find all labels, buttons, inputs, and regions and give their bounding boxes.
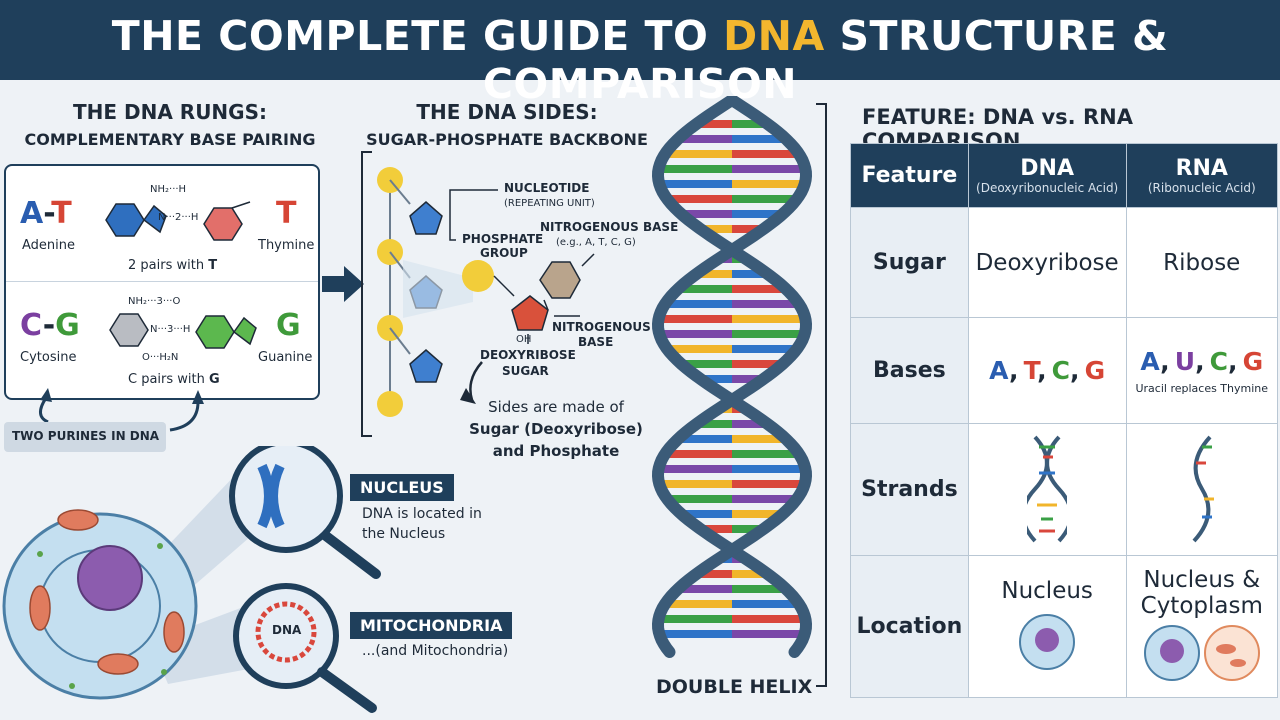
nitro-base-sublabel: (e.g., A, T, C, G) [556, 237, 636, 248]
helix-strand-front [651, 96, 813, 658]
rna-location-text-2: Cytoplasm [1140, 592, 1263, 619]
deoxyribose-label-2: SUGAR [502, 364, 549, 378]
nucleus-tag: NUCLEUS [350, 474, 454, 501]
base-pair-panel [4, 164, 320, 400]
double-helix-label: DOUBLE HELIX [656, 676, 813, 698]
dna-location: Nucleus [967, 555, 1127, 698]
cg-hbond-top: NH₂···3···O [128, 296, 181, 307]
pair-at-label: A-T [20, 196, 72, 231]
nucleus-text-2: the Nucleus [362, 526, 446, 542]
row-label-bases: Bases [850, 317, 969, 424]
sides-note-1: Sides are made of [488, 398, 624, 416]
dna-strands [967, 423, 1127, 556]
table-row-bases: Bases A, T, C, G A, U, C, G Uracil repla… [850, 317, 1279, 424]
at-hbond-top: NH₂···H [150, 184, 187, 195]
rungs-to-sides-arrow [322, 266, 364, 302]
sides-note-2: Sugar (Deoxyribose) [469, 420, 643, 438]
rungs-heading: THE DNA RUNGS: [73, 100, 267, 124]
table-row-sugar: Sugar Deoxyribose Ribose [850, 207, 1279, 318]
cg-caption: C pairs with G [128, 372, 220, 387]
nitro-base-label: NITROGENOUS BASE [540, 220, 679, 234]
row-label-location: Location [850, 555, 969, 698]
nucleotide-sublabel: (REPEATING UNIT) [504, 198, 595, 209]
cell-icon [1019, 613, 1076, 670]
rna-location-text-1: Nucleus & [1143, 566, 1261, 593]
helix-bracket [816, 103, 827, 687]
thymine-letter: T [276, 196, 297, 231]
at-hbond-mid: N···2···H [158, 212, 199, 223]
title-bar [0, 0, 1280, 80]
th-rna: RNA(Ribonucleic Acid) [1125, 143, 1279, 208]
table-header-row: Feature DNA(Deoxyribonucleic Acid) RNA(R… [850, 143, 1279, 208]
sides-heading: THE DNA SIDES: [416, 100, 598, 124]
panel-divider [6, 281, 318, 282]
mitochondria-tag: MITOCHONDRIA [350, 612, 513, 639]
page-title: THE COMPLETE GUIDE TO DNA STRUCTURE & CO… [111, 12, 1169, 108]
comparison-table: Feature DNA(Deoxyribonucleic Acid) RNA(R… [850, 143, 1279, 698]
double-strand-icon [1021, 435, 1073, 542]
nucleus-cytoplasm-icon [1143, 624, 1260, 681]
rna-location: Nucleus & Cytoplasm [1125, 555, 1279, 698]
rna-sugar: Ribose [1125, 207, 1279, 318]
row-label-strands: Strands [850, 423, 969, 556]
helix-strand-back [651, 96, 813, 658]
nucleus-text-1: DNA is located in [362, 506, 482, 522]
th-dna: DNA(Deoxyribonucleic Acid) [967, 143, 1127, 208]
pair-cg-label: C-G [20, 308, 80, 343]
double-helix-diagram [651, 96, 827, 687]
dna-sugar: Deoxyribose [967, 207, 1127, 318]
cg-hbond-bot: O···H₂N [142, 352, 179, 363]
rna-strands [1125, 423, 1279, 556]
nitro-base-2-label-2: BASE [578, 335, 614, 349]
adenine-label: Adenine [22, 238, 76, 253]
nitro-base-2-label-1: NITROGENOUS [552, 320, 651, 334]
cg-molecule-diagram [109, 313, 257, 349]
purines-arrows [39, 388, 204, 432]
at-caption: 2 pairs with T [128, 258, 218, 273]
row-label-sugar: Sugar [850, 207, 969, 318]
purines-note-bg [4, 422, 166, 452]
purines-note: TWO PURINES IN DNA [12, 429, 160, 443]
thymine-label: Thymine [258, 238, 315, 253]
cg-hbond-mid: N···3···H [150, 324, 191, 335]
backbone-diagram [361, 151, 595, 437]
rna-bases: A, U, C, G Uracil replaces Thymine [1125, 317, 1279, 424]
guanine-letter: G [276, 308, 301, 343]
oh-label: OH [516, 334, 532, 345]
cell-diagram [2, 446, 381, 713]
cytosine-label: Cytosine [20, 350, 77, 365]
sides-note-3: and Phosphate [492, 442, 620, 460]
dna-bases: A, T, C, G [967, 317, 1127, 424]
deoxyribose-label-1: DEOXYRIBOSE [480, 348, 576, 362]
dna-ring-label: DNA [272, 623, 302, 637]
phosphate-label-2: GROUP [480, 246, 528, 260]
nucleotide-label: NUCLEOTIDE [504, 181, 590, 195]
uracil-note: Uracil replaces Thymine [1135, 381, 1269, 395]
mitochondria-text: ...(and Mitochondria) [362, 643, 509, 659]
single-strand-icon [1192, 435, 1214, 542]
phosphate-label-1: PHOSPHATE [462, 232, 544, 246]
dna-location-text: Nucleus [1001, 577, 1093, 604]
guanine-label: Guanine [258, 350, 313, 365]
table-row-location: Location Nucleus Nucleus & Cytoplasm [850, 555, 1279, 698]
table-row-strands: Strands [850, 423, 1279, 556]
at-molecule-diagram [105, 201, 251, 241]
th-feature: Feature [850, 143, 969, 208]
rungs-subheading: COMPLEMENTARY BASE PAIRING [24, 130, 316, 149]
sides-subheading: SUGAR-PHOSPHATE BACKBONE [366, 130, 648, 149]
